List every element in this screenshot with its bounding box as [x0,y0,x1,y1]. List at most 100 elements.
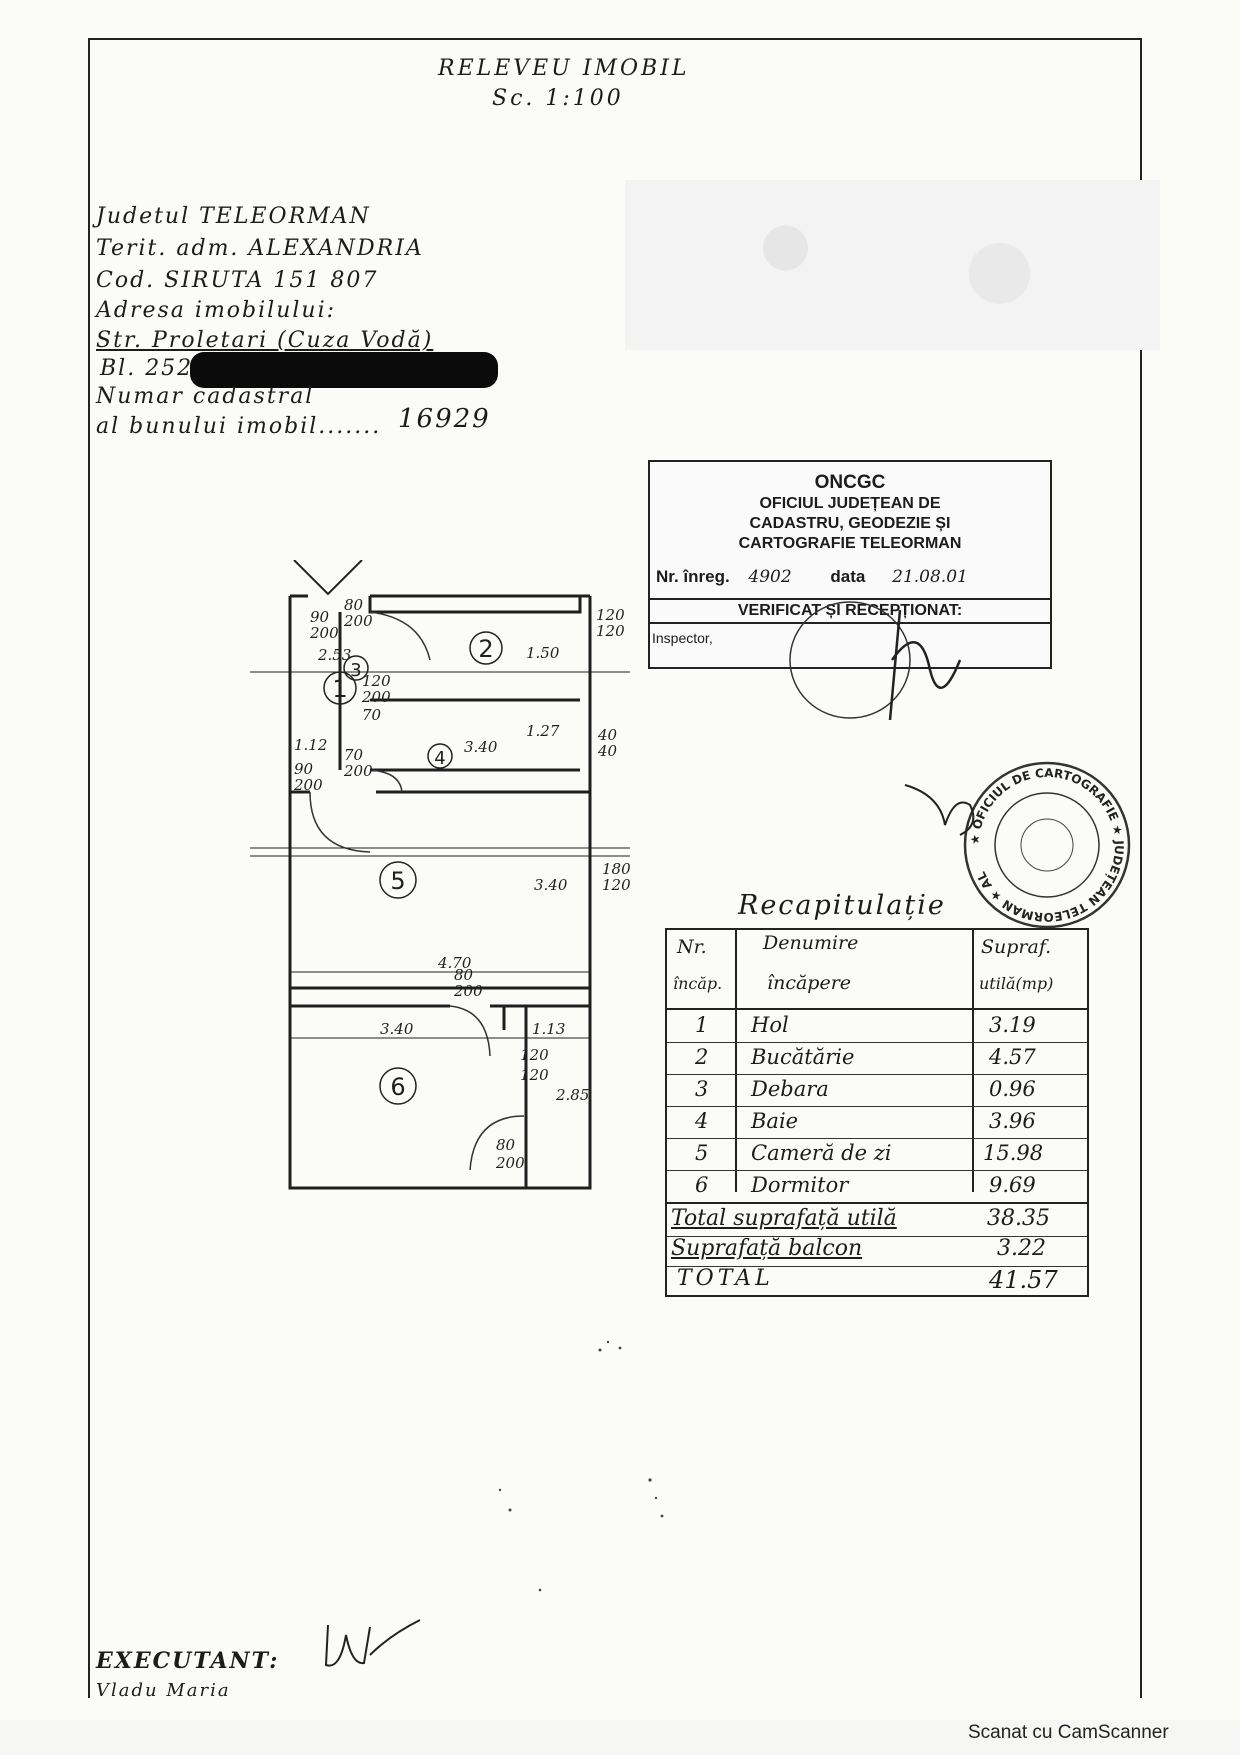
dim-340-top: 3.40 [464,738,498,756]
stamp-verified: VERIFICAT ȘI RECEPȚIONAT: [650,598,1050,624]
dim-340-v: 3.40 [534,876,568,894]
bloc-line: Bl. 252 [100,356,194,381]
room-number-1: 1 [332,675,347,703]
cadastral-label-1: Numar cadastral [96,384,315,409]
terit-line: Terit. adm. ALEXANDRIA [96,236,424,261]
recap-h-den-1: Denumire [763,932,859,954]
signature-loop [789,601,911,719]
frame-top [88,38,1140,40]
dim-70: 70 [362,706,382,724]
recap-total-label: TOTAL [677,1266,774,1291]
dim-80-e: 80 [496,1136,516,1154]
dim-112: 1.12 [294,736,327,754]
recap-h-nr-2: încăp. [673,974,723,993]
dim-127: 1.27 [526,722,560,740]
recap-total-row: Total suprafață utilă 38.35 [667,1202,1087,1237]
dim-120-a: 120 [596,606,625,624]
svg-text:★ OFICIUL DE CARTOGRAFIE ★ JUD: ★ OFICIUL DE CARTOGRAFIE ★ JUDEȚEAN TELE… [968,766,1126,924]
room-number-6: 6 [390,1073,405,1101]
seal-text: ★ OFICIUL DE CARTOGRAFIE ★ JUDEȚEAN TELE… [968,766,1126,924]
dim-200-b: 200 [343,612,373,630]
recap-row: 3 Debara 0.96 [667,1074,1087,1107]
recap-col-line-1 [735,930,737,1192]
stamp-line1: OFICIUL JUDEȚEAN DE [759,495,941,512]
page-scale: Sc. 1:100 [492,86,624,111]
recap-col-line-2 [972,930,974,1192]
room-number-4: 4 [434,748,445,769]
recap-row-name: Bucătărie [751,1045,855,1069]
recap-row: 2 Bucătărie 4.57 [667,1042,1087,1075]
recap-row: 1 Hol 3.19 [667,1010,1087,1043]
recap-row-area: 4.57 [989,1045,1036,1069]
recap-total-label: Suprafață balcon [671,1236,863,1261]
dim-113: 1.13 [532,1020,565,1038]
stamp-date-value: 21.08.01 [892,567,968,587]
stamp-reg-label: Nr. înreg. [656,567,730,586]
recap-row-nr: 2 [695,1045,709,1069]
recap-total-row: TOTAL 41.57 [667,1264,1087,1296]
dim-120-e: 120 [520,1046,549,1064]
stamp-reg-row: Nr. înreg. 4902 data 21.08.01 [656,567,968,587]
registration-stamp: ONCGC OFICIUL JUDEȚEAN DE CADASTRU, GEOD… [648,460,1052,669]
recap-row-nr: 5 [695,1141,709,1165]
recap-row-nr: 6 [695,1173,709,1197]
recap-row-area: 9.69 [989,1173,1036,1197]
dim-120-b: 120 [596,622,625,640]
recap-row-name: Debara [751,1077,829,1101]
door-swing-4 [449,1005,491,1057]
round-seal: ★ OFICIUL DE CARTOGRAFIE ★ JUDEȚEAN TELE… [963,761,1131,929]
floor-plan: 1 2 3 4 5 6 90 200 80 200 1.50 120 120 2… [250,560,631,1190]
outer-wall [288,596,592,1190]
entrance-arrow [293,560,363,596]
recap-h-sup-1: Supraf. [981,936,1052,958]
stamp-reg-value: 4902 [748,567,792,587]
room-number-5: 5 [390,867,405,895]
dim-200-e: 200 [343,762,373,780]
dim-120-d: 120 [602,876,631,894]
dim-470: 4.70 [437,954,472,972]
recap-header: Nr. încăp. Denumire încăpere Supraf. uti… [667,930,1087,1010]
door-swing-3 [369,769,403,793]
redaction-bar [190,352,498,388]
judet-line: Judetul TELEORMAN [96,204,371,229]
dim-40-b: 40 [597,742,618,760]
recap-total-label: Total suprafață utilă [671,1206,897,1231]
recap-row-nr: 3 [695,1077,709,1101]
recap-row-name: Baie [751,1109,799,1133]
kitchen-wall [368,596,582,614]
dim-180: 180 [602,860,631,878]
dim-150: 1.50 [526,644,560,662]
recap-total-row: Suprafață balcon 3.22 [667,1234,1087,1267]
recap-row: 4 Baie 3.96 [667,1106,1087,1139]
dim-70-b: 70 [344,746,364,764]
recap-row-area: 3.19 [989,1013,1036,1037]
dim-200-f: 200 [453,982,483,1000]
dim-285: 2.85 [555,1086,589,1104]
recap-h-den-2: încăpere [767,972,852,994]
stamp-org: ONCGC [814,472,886,493]
executant-name: Vladu Maria [96,1680,231,1701]
dim-120-c: 120 [362,672,391,690]
recap-h-nr-1: Nr. [677,936,707,958]
recap-row-name: Cameră de zi [751,1141,892,1165]
stamp-line3: CARTOGRAFIE TELEORMAN [738,535,962,552]
executant-label: EXECUTANT: [96,1648,280,1674]
balcony-wall [502,1006,528,1188]
street-line: Str. Proletari (Cuza Vodă) [96,328,434,353]
frame-left [88,38,90,1698]
room-number-2: 2 [478,635,493,663]
recap-h-sup-2: utilă(mp) [979,974,1054,993]
stamp-date-label: data [830,567,866,586]
recap-row-nr: 1 [695,1013,709,1037]
dim-200-c: 200 [361,688,391,706]
recap-row-name: Hol [751,1013,789,1037]
stamp-inspector: Inspector, [652,630,713,646]
recap-row: 5 Cameră de zi 15.98 [667,1138,1087,1171]
page-title: RELEVEU IMOBIL [438,56,690,81]
recap-row-area: 15.98 [983,1141,1044,1165]
stamp-line2: CADASTRU, GEODEZIE ȘI [749,515,951,532]
recap-title: Recapitulație [738,890,946,921]
cadastral-number: 16929 [398,404,491,434]
paper-patch [625,180,1160,350]
